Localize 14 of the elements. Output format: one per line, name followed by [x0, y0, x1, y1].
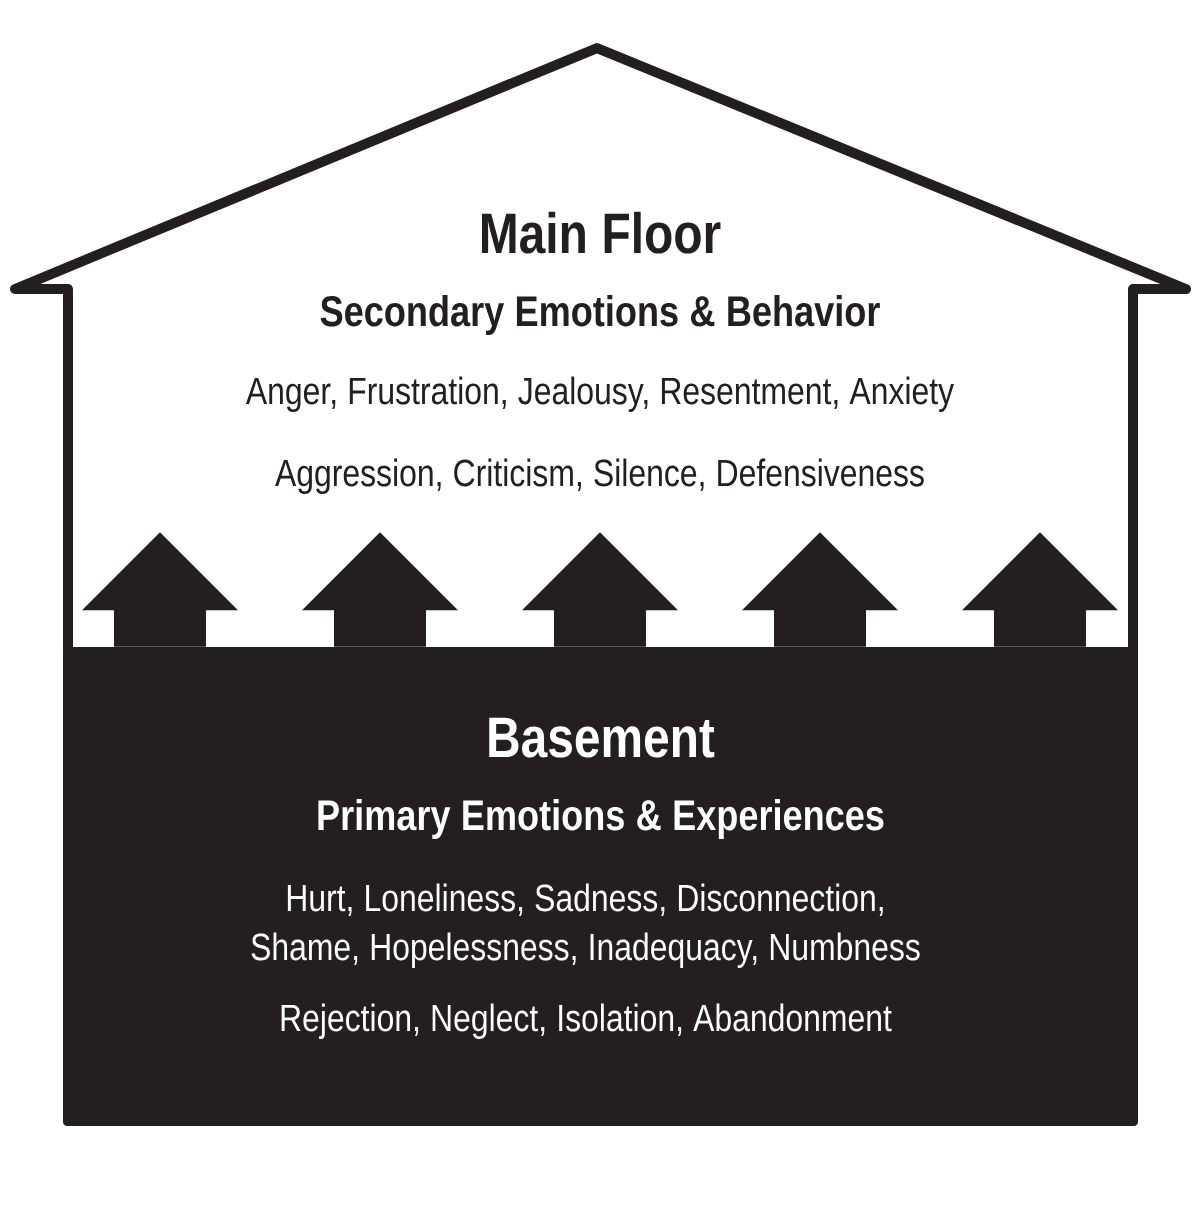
heading: Main Floor: [482, 211, 721, 254]
block-arrow: [962, 532, 1118, 647]
block-arrow: [742, 532, 898, 647]
word-list: Hurt, Loneliness, Sadness, Disconnection, Shame, Hopelessness, Inadequacy, Numbness: [251, 883, 920, 968]
subheading: Primary Emotions & Experiences: [318, 798, 884, 839]
block-arrow: [82, 532, 238, 647]
heading: Basement: [489, 717, 715, 758]
basement-panel: [63, 647, 1138, 1126]
block-arrow: [522, 532, 678, 647]
word-list: Rejection, Neglect, Isolation, Abandonment: [281, 1003, 892, 1039]
block-arrow: [302, 532, 458, 647]
word-list: Aggression, Criticism, Silence, Defensiveness: [275, 458, 924, 494]
word-list: Anger, Frustration, Jealousy, Resentment, Anxiety: [245, 376, 954, 412]
subheading: Secondary Emotions & Behavior: [320, 294, 880, 335]
